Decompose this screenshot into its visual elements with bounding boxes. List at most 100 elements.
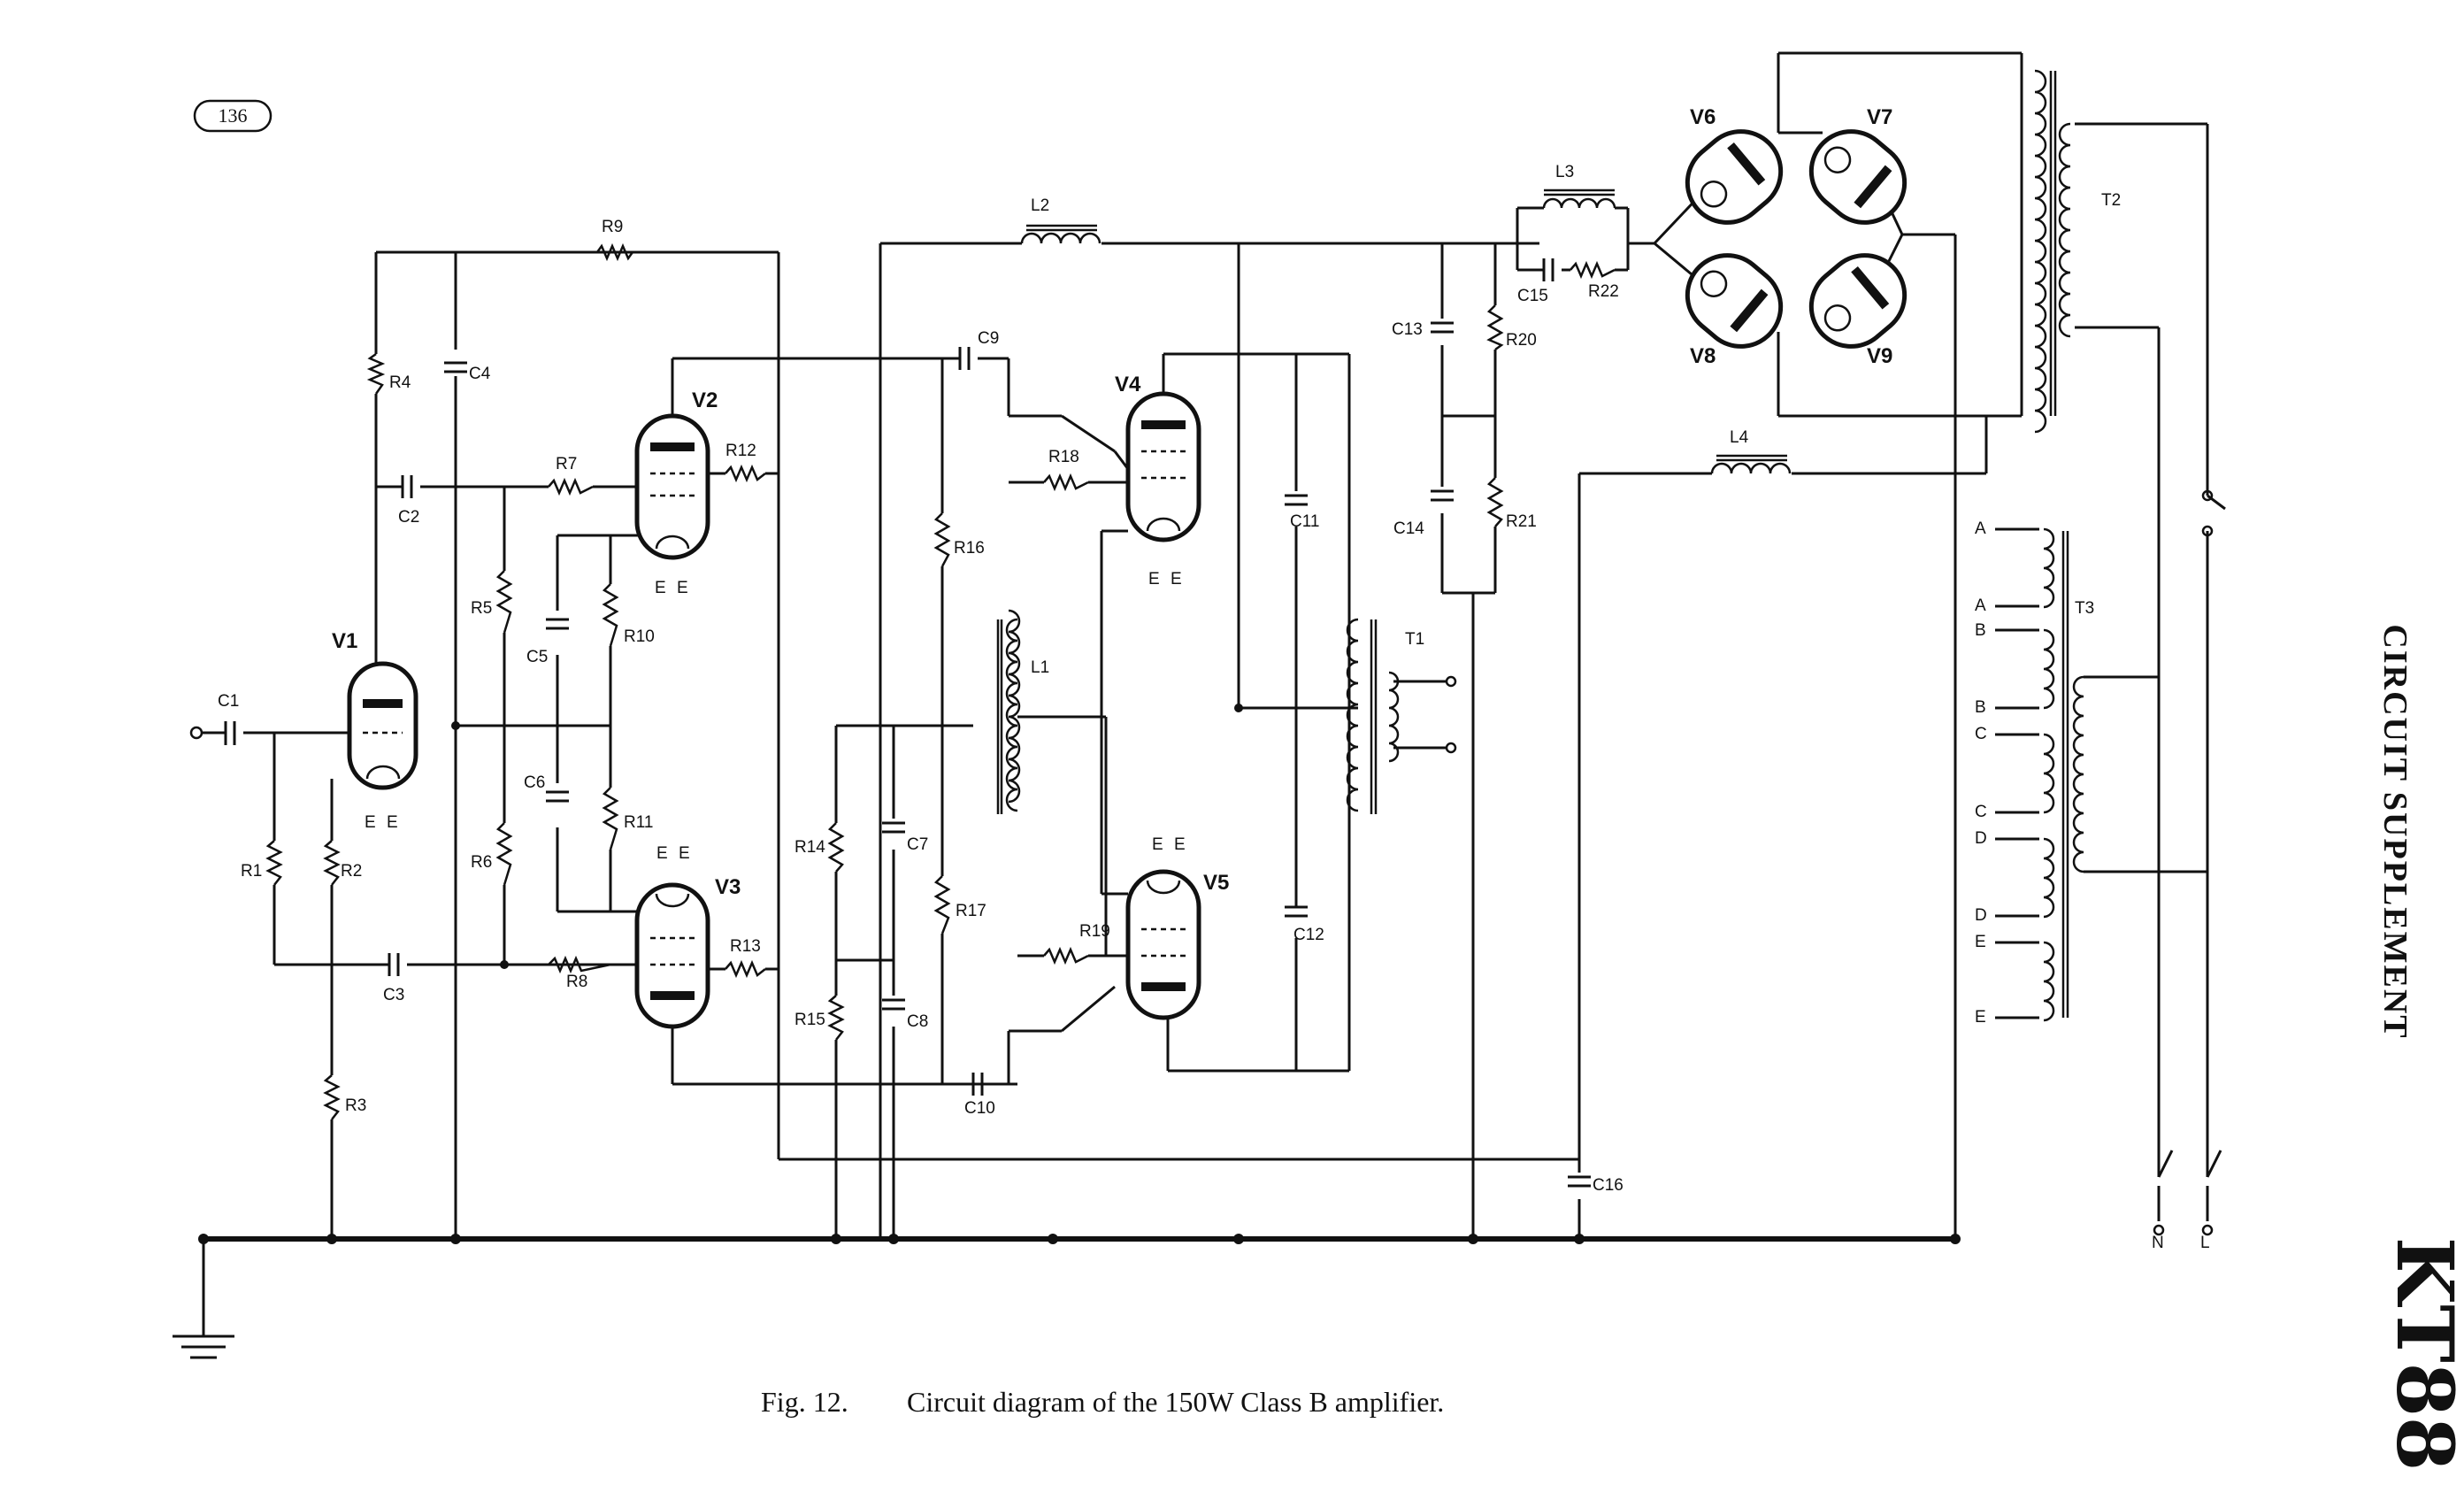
neutral-label: N bbox=[2152, 1234, 2164, 1252]
label-r18: R18 bbox=[1048, 448, 1079, 466]
label-c4: C4 bbox=[469, 365, 491, 383]
label-r16: R16 bbox=[954, 539, 985, 558]
side-product: KT88 bbox=[2379, 1237, 2464, 1471]
label-r6: R6 bbox=[471, 853, 492, 872]
label-r3: R3 bbox=[345, 1096, 366, 1115]
label-c11: C11 bbox=[1290, 512, 1319, 531]
label-r15: R15 bbox=[794, 1011, 825, 1029]
label-r22: R22 bbox=[1588, 282, 1619, 301]
label-l1-coil: L1 bbox=[1031, 658, 1049, 677]
v5-heater-label-1: E bbox=[1152, 835, 1163, 854]
tube-labels: V1 V2 V3 V4 V5 V6 V7 V8 V9 bbox=[332, 105, 1892, 899]
t3-tap-e-1: E bbox=[1975, 933, 1986, 951]
v2-heater-label-1: E bbox=[655, 579, 666, 597]
label-r20: R20 bbox=[1506, 331, 1537, 350]
label-c9: C9 bbox=[978, 329, 999, 348]
label-t1: T1 bbox=[1405, 630, 1424, 649]
label-v7: V7 bbox=[1867, 105, 1892, 129]
label-v9: V9 bbox=[1867, 344, 1892, 368]
label-r5: R5 bbox=[471, 599, 492, 618]
label-c16: C16 bbox=[1593, 1176, 1623, 1195]
side-heading: CIRCUIT SUPPLEMENT bbox=[2376, 624, 2414, 1039]
label-r1: R1 bbox=[241, 862, 262, 881]
label-c10: C10 bbox=[964, 1099, 995, 1118]
caption-text: Circuit diagram of the 150W Class B ampl… bbox=[907, 1386, 1444, 1418]
t3-tap-b-2: B bbox=[1975, 698, 1986, 717]
figure-caption: Fig. 12. Circuit diagram of the 150W Cla… bbox=[761, 1386, 1444, 1418]
label-r13: R13 bbox=[730, 937, 761, 956]
label-v3: V3 bbox=[715, 875, 741, 899]
label-t2: T2 bbox=[2101, 191, 2121, 210]
page-number-badge: 136 bbox=[193, 99, 272, 133]
label-c1: C1 bbox=[218, 692, 239, 711]
t3-tap-c-2: C bbox=[1975, 803, 1987, 821]
terminals bbox=[173, 489, 2226, 1359]
v1-heater-label-1: E bbox=[365, 813, 376, 832]
label-r21: R21 bbox=[1506, 512, 1537, 531]
label-r10: R10 bbox=[624, 627, 655, 646]
capacitor-labels: C1 C2 C3 C4 C5 C6 C7 C8 C9 C10 C11 C12 C… bbox=[218, 287, 1623, 1195]
label-l4: L4 bbox=[1730, 428, 1749, 447]
label-v1: V1 bbox=[332, 629, 357, 653]
wiring bbox=[202, 51, 2222, 1336]
label-l1: L2 bbox=[1031, 196, 1049, 215]
v4-heater-label-2: E bbox=[1171, 570, 1182, 588]
t3-tap-b-1: B bbox=[1975, 621, 1986, 640]
label-r8: R8 bbox=[566, 973, 587, 991]
label-v8: V8 bbox=[1690, 344, 1716, 368]
t3-tap-d-1: D bbox=[1975, 829, 1987, 848]
caption-figure-number: Fig. 12. bbox=[761, 1386, 848, 1418]
heater-labels: E E E E E E E E E E bbox=[365, 570, 1186, 863]
label-r14: R14 bbox=[794, 838, 825, 857]
label-c6: C6 bbox=[524, 773, 545, 792]
label-r17: R17 bbox=[956, 902, 986, 920]
resistor-symbols bbox=[265, 242, 1616, 1120]
v4-heater-label-1: E bbox=[1148, 570, 1160, 588]
label-c12: C12 bbox=[1293, 926, 1324, 944]
t3-tap-d-2: D bbox=[1975, 906, 1987, 925]
v2-heater-label-2: E bbox=[677, 579, 688, 597]
label-c5: C5 bbox=[526, 648, 548, 666]
v1-heater-label-2: E bbox=[387, 813, 398, 832]
inductor-symbols bbox=[996, 188, 1792, 814]
t3-tap-labels: A A B B C C D D E E bbox=[1975, 519, 1987, 1027]
circuit-supplement-heading: CIRCUIT SUPPLEMENT bbox=[2376, 624, 2414, 1039]
label-v2: V2 bbox=[692, 388, 718, 412]
v3-heater-label-2: E bbox=[679, 844, 690, 863]
t3-tap-c-1: C bbox=[1975, 725, 1987, 743]
label-r2: R2 bbox=[341, 862, 362, 881]
live-label: L bbox=[2200, 1234, 2210, 1252]
t3-tap-e-2: E bbox=[1975, 1008, 1986, 1027]
label-c7: C7 bbox=[907, 835, 928, 854]
label-r12: R12 bbox=[725, 442, 756, 460]
label-c14: C14 bbox=[1393, 519, 1424, 538]
t3-tap-a-1: A bbox=[1975, 519, 1986, 538]
label-v5: V5 bbox=[1203, 871, 1229, 895]
product-name: KT88 bbox=[2379, 1237, 2464, 1471]
label-c2: C2 bbox=[398, 508, 419, 527]
inductor-transformer-labels: L2 L1 L3 L4 T1 T2 T3 bbox=[1031, 163, 2121, 677]
label-c3: C3 bbox=[383, 986, 404, 1004]
label-c15: C15 bbox=[1517, 287, 1548, 305]
label-l3: L3 bbox=[1555, 163, 1574, 181]
label-r4: R4 bbox=[389, 373, 411, 392]
label-r9: R9 bbox=[602, 218, 623, 236]
label-r19: R19 bbox=[1079, 922, 1110, 941]
label-v4: V4 bbox=[1115, 373, 1141, 396]
label-v6: V6 bbox=[1690, 105, 1716, 129]
resistor-labels: R1 R2 R3 R4 R5 R6 R7 R8 R9 R10 R11 R12 R… bbox=[241, 218, 1619, 1115]
v3-heater-label-1: E bbox=[656, 844, 668, 863]
label-r11: R11 bbox=[624, 813, 653, 832]
page-number: 136 bbox=[219, 104, 248, 127]
transformer-symbols bbox=[1346, 69, 2084, 1022]
mains-labels: N L bbox=[2152, 1234, 2210, 1252]
label-c8: C8 bbox=[907, 1012, 928, 1031]
label-c13: C13 bbox=[1392, 320, 1423, 339]
tube-symbols bbox=[347, 129, 1907, 1029]
label-r7: R7 bbox=[556, 455, 577, 473]
t3-tap-a-2: A bbox=[1975, 596, 1986, 615]
label-t3: T3 bbox=[2075, 599, 2094, 618]
capacitor-symbols bbox=[224, 258, 1591, 1188]
v5-heater-label-2: E bbox=[1174, 835, 1186, 854]
